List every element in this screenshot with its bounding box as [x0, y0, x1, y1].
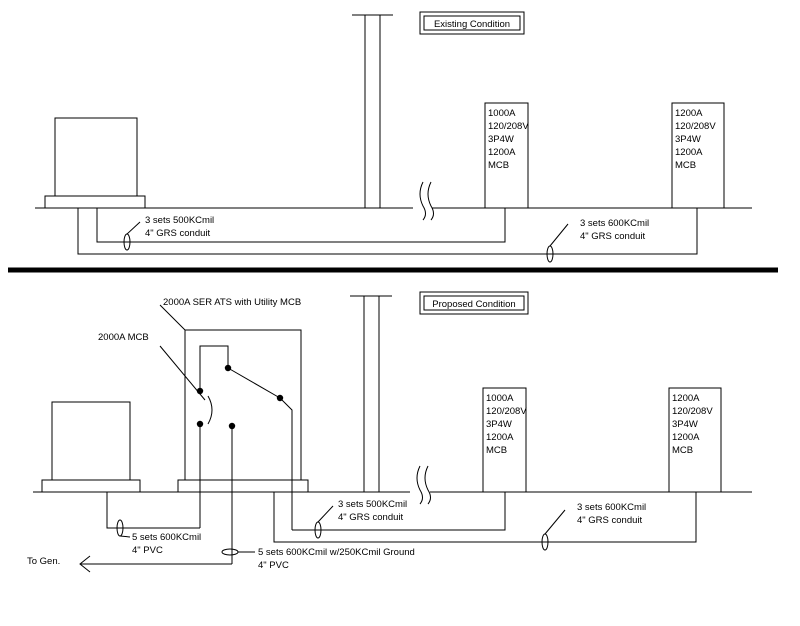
proposed-feeder-600-leader: [544, 509, 566, 535]
existing-feeder-500-leader: [126, 221, 141, 235]
ats-emergency-terminal: [228, 422, 236, 430]
existing-panel-1000a-line-1: 1000A: [488, 108, 516, 119]
proposed-feeder-pvc-line-1: 5 sets 600KCmil: [132, 532, 201, 543]
ats-load-terminal: [276, 394, 284, 402]
proposed-break-mark-2: [424, 465, 431, 505]
existing-condition-section: Existing Condition 1000A 120/208V 3P4W 1…: [35, 11, 752, 263]
ats-pad: [177, 479, 309, 493]
existing-feeder-600-leader: [549, 223, 569, 247]
proposed-feeder-500-leader: [317, 505, 334, 523]
existing-title-inner-box: [423, 15, 521, 31]
proposed-transformer-pad: [41, 479, 141, 493]
proposed-panel-1200a-line-4: 1200A: [672, 432, 700, 443]
existing-panel-1200a: [671, 102, 725, 209]
existing-panel-1000a-line-2: 120/208V: [488, 121, 529, 132]
to-gen-arrow: [79, 555, 91, 573]
existing-feeder-500-line-2: 4" GRS conduit: [145, 228, 211, 239]
existing-panel-1200a-line-1: 1200A: [675, 108, 703, 119]
ats-load-wire: [279, 397, 293, 530]
proposed-conduit-600: [273, 492, 697, 543]
proposed-transformer: [51, 401, 131, 481]
proposed-panel-1200a-line-3: 3P4W: [672, 419, 698, 430]
proposed-panel-1000a-line-5: MCB: [486, 445, 507, 456]
existing-panel-1000a-line-4: 1200A: [488, 147, 516, 158]
existing-transformer: [54, 117, 138, 197]
proposed-feeder-600-line-1: 3 sets 600KCmil: [577, 502, 646, 513]
ats-transfer-blade: [227, 367, 281, 399]
existing-panel-1200a-line-2: 120/208V: [675, 121, 716, 132]
existing-panel-1000a-line-3: 3P4W: [488, 134, 514, 145]
proposed-panel-1000a-line-3: 3P4W: [486, 419, 512, 430]
existing-panel-1000a: [484, 102, 529, 209]
proposed-title-inner-box: [423, 295, 525, 311]
proposed-conduit-pvc: [106, 492, 200, 529]
proposed-feeder-gen-line-2: 4" PVC: [258, 560, 289, 571]
proposed-panel-1200a-line-1: 1200A: [672, 393, 700, 404]
ats-label-leader: [159, 304, 186, 331]
proposed-condition-section: Proposed Condition 2000A SER ATS with Ut…: [27, 291, 752, 573]
mcb-arc: [207, 395, 213, 425]
proposed-conduit-500: [292, 492, 506, 531]
proposed-panel-1000a-line-4: 1200A: [486, 432, 514, 443]
proposed-panel-1200a: [668, 387, 722, 493]
proposed-conduit-gen-marker: [221, 548, 239, 556]
existing-feeder-600-line-1: 3 sets 600KCmil: [580, 218, 649, 229]
existing-conduit-600: [77, 208, 698, 255]
proposed-feeder-500-line-1: 3 sets 500KCmil: [338, 499, 407, 510]
existing-title-box: [419, 11, 525, 35]
proposed-panel-1000a-line-1: 1000A: [486, 393, 514, 404]
proposed-feeder-pvc-leader: [119, 535, 131, 538]
proposed-title: Proposed Condition: [432, 299, 515, 310]
existing-transformer-pad: [44, 195, 146, 209]
existing-panel-1200a-line-3: 3P4W: [675, 134, 701, 145]
proposed-feeder-gen-line-1: 5 sets 600KCmil w/250KCmil Ground: [258, 547, 415, 558]
proposed-feeder-pvc-line-2: 4" PVC: [132, 545, 163, 556]
to-gen-label: To Gen.: [27, 556, 60, 567]
existing-title: Existing Condition: [434, 19, 510, 30]
existing-break-mark-2: [427, 181, 434, 221]
ats-enclosure: [184, 329, 302, 481]
proposed-panel-1000a-line-2: 120/208V: [486, 406, 527, 417]
proposed-panel-1200a-line-2: 120/208V: [672, 406, 713, 417]
proposed-break-mark-1: [416, 465, 423, 505]
ats-label: 2000A SER ATS with Utility MCB: [163, 297, 301, 308]
mcb-load-terminal: [196, 420, 204, 428]
proposed-panel-1200a-line-5: MCB: [672, 445, 693, 456]
mcb-label: 2000A MCB: [98, 332, 149, 343]
proposed-feeder-500-line-2: 4" GRS conduit: [338, 512, 404, 523]
proposed-feeder-600-line-2: 4" GRS conduit: [577, 515, 643, 526]
existing-conduit-500: [96, 208, 506, 243]
existing-panel-1000a-line-5: MCB: [488, 160, 509, 171]
mcb-label-leader: [159, 345, 206, 401]
proposed-title-box: [419, 291, 529, 315]
existing-feeder-500-line-1: 3 sets 500KCmil: [145, 215, 214, 226]
existing-panel-1200a-line-4: 1200A: [675, 147, 703, 158]
existing-feeder-600-line-2: 4" GRS conduit: [580, 231, 646, 242]
existing-break-mark-1: [419, 181, 426, 221]
ats-utility-wire: [199, 345, 229, 390]
ats-common-terminal: [224, 364, 232, 372]
existing-panel-1200a-line-5: MCB: [675, 160, 696, 171]
